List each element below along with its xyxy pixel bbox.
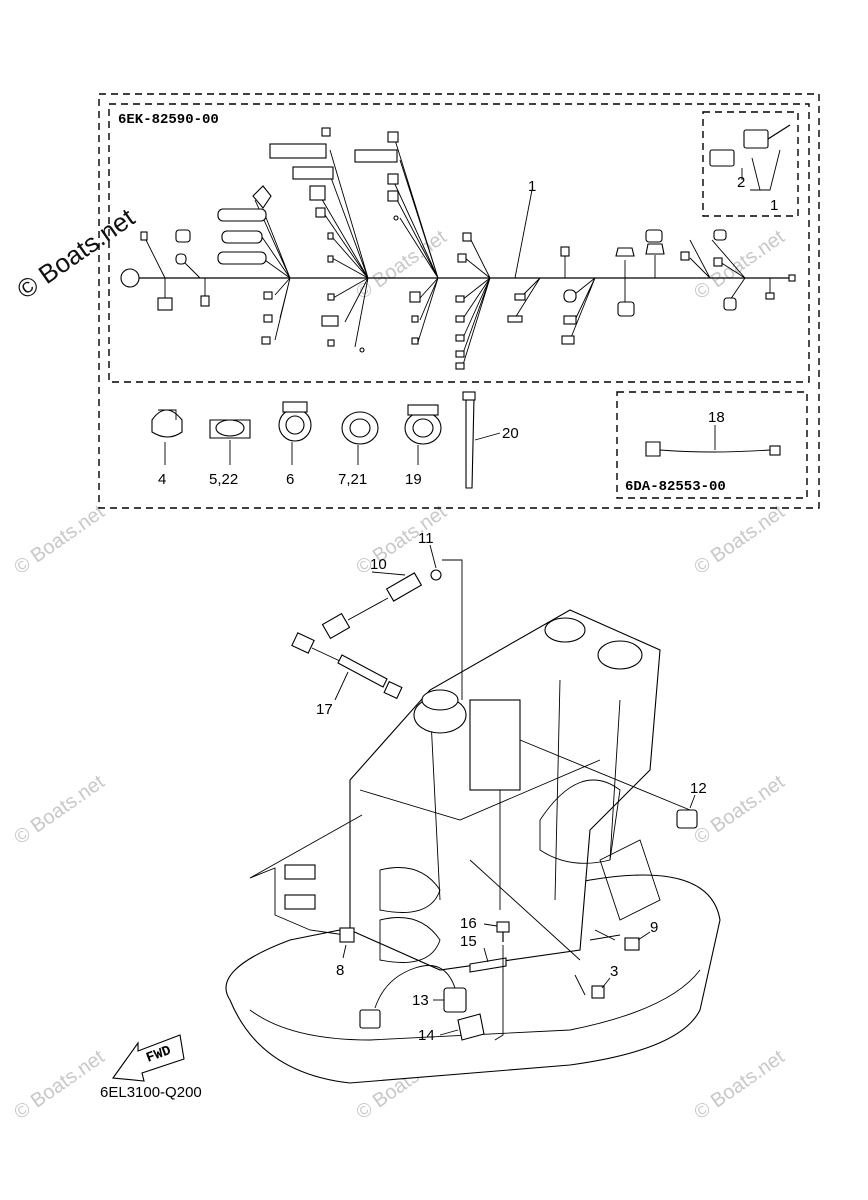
leader-11: [429, 544, 437, 569]
leader-14: [439, 1029, 459, 1036]
clamp-6: [278, 401, 312, 442]
leader-20: [474, 432, 501, 441]
callout-6: 6: [286, 471, 294, 488]
bolt-9: [589, 929, 640, 951]
callout-12: 12: [690, 780, 707, 797]
sub-kit-box: [616, 391, 808, 499]
callout-9: 9: [650, 919, 658, 936]
sensor-12: [676, 809, 698, 829]
clamp-19: [404, 404, 442, 445]
callout-17: 17: [316, 701, 333, 718]
sensor-17: [291, 632, 403, 700]
watermark: © Boats.net: [10, 501, 109, 579]
leader-8: [342, 944, 347, 959]
harness-inner-box: [108, 103, 810, 383]
watermark-prominent: © Boats.net: [11, 202, 140, 305]
callout-8: 8: [336, 962, 344, 979]
callout-5-22: 5,22: [209, 471, 238, 488]
callout-20: 20: [502, 425, 519, 442]
assembly-line-16: [494, 945, 504, 1041]
connector-inset: [709, 124, 791, 191]
diagram-id: 6EL3100-Q200: [100, 1084, 202, 1101]
callout-13: 13: [412, 992, 429, 1009]
bolt-3: [574, 974, 605, 999]
sub-kit-code: 6DA-82553-00: [625, 479, 726, 495]
guide-12: [519, 739, 691, 811]
fwd-arrow: FWD: [111, 1034, 185, 1082]
clamp-4: [151, 409, 183, 438]
watermark: © Boats.net: [690, 1046, 789, 1124]
sensor-guide-line: [442, 559, 463, 700]
harness-kit-box: [98, 93, 820, 509]
leader-15: [483, 947, 489, 963]
watermark: © Boats.net: [690, 501, 789, 579]
leader-3: [601, 977, 611, 989]
leader-16: [483, 923, 498, 927]
bolt-8: [249, 814, 363, 943]
callout-10: 10: [370, 556, 387, 573]
callout-4: 4: [158, 471, 166, 488]
callout-11: 11: [418, 530, 434, 547]
callout-7-21: 7,21: [338, 471, 367, 488]
leader-12: [689, 794, 696, 809]
connector-inset-box: [702, 111, 799, 217]
harness-kit-code: 6EK-82590-00: [118, 112, 219, 128]
engine-block: [225, 609, 721, 1084]
callout-3: 3: [610, 963, 618, 980]
lead-18: [645, 425, 781, 457]
wire-harness: [130, 139, 795, 369]
sensor-10: [321, 569, 442, 640]
callout-1: 1: [528, 178, 536, 195]
callout-1-inset: 1: [770, 197, 778, 214]
cable-tie-20: [462, 391, 476, 489]
grommet-14: [457, 1013, 485, 1041]
callout-2-inset: 2: [737, 174, 745, 191]
bracket-15: [469, 957, 507, 973]
leader-10: [371, 571, 406, 576]
leader-9: [637, 931, 651, 941]
callout-19: 19: [405, 471, 422, 488]
watermark: © Boats.net: [690, 226, 789, 304]
bolt-16: [496, 921, 510, 942]
callout-14: 14: [418, 1027, 435, 1044]
clamp-7-21: [341, 411, 379, 445]
watermark: © Boats.net: [352, 226, 451, 304]
callout-15: 15: [460, 933, 477, 950]
callout-16: 16: [460, 915, 477, 932]
guide-3: [469, 859, 581, 961]
clamp-5-22: [209, 419, 251, 439]
harness-connectors: [120, 127, 796, 370]
callout-18: 18: [708, 409, 725, 426]
watermark: © Boats.net: [10, 1046, 109, 1124]
watermark: © Boats.net: [10, 771, 109, 849]
connector-13: [359, 965, 467, 1029]
leader-17: [334, 671, 349, 701]
